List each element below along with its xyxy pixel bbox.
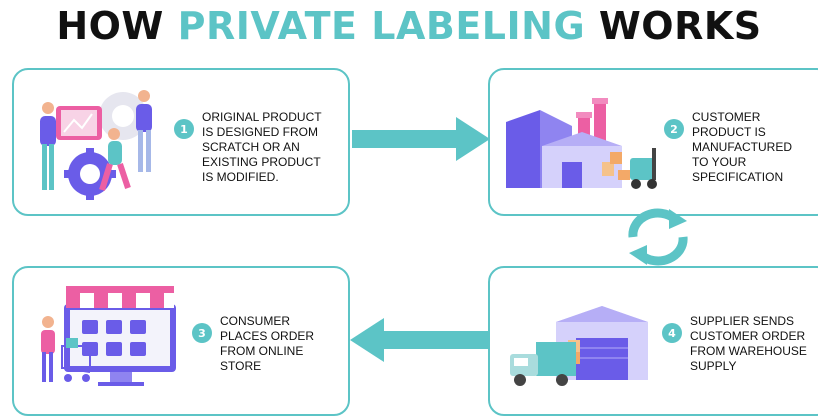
step-1-card [12,68,350,216]
step-1: 1 ORIGINAL PRODUCT IS DESIGNED FROM SCRA… [174,110,322,185]
step-1-text: ORIGINAL PRODUCT IS DESIGNED FROM SCRATC… [202,110,322,184]
step-4-number: 4 [662,323,682,343]
page-title: HOW PRIVATE LABELING WORKS [0,4,818,48]
step-4-text: SUPPLIER SENDS CUSTOMER ORDER FROM WAREH… [690,314,807,373]
shopping-cart-icon [61,338,91,382]
title-accent: PRIVATE LABELING [177,4,586,48]
refresh-cycle-icon [628,208,688,266]
step-3: 3 CONSUMER PLACES ORDER FROM ONLINE STOR… [192,314,314,374]
factory-icon [506,98,657,189]
step-2-number: 2 [664,119,684,139]
step-4: 4 SUPPLIER SENDS CUSTOMER ORDER FROM WAR… [662,314,807,374]
title-part2: WORKS [598,4,762,48]
warehouse-icon [510,306,648,386]
step-3-number: 3 [192,323,212,343]
step-1-number: 1 [174,119,194,139]
design-illustration [40,90,152,200]
title-part1: HOW [56,4,164,48]
delivery-truck-icon [510,342,576,386]
online-store-icon [41,286,176,386]
step-3-text: CONSUMER PLACES ORDER FROM ONLINE STORE [220,314,315,373]
forklift-icon [618,148,657,189]
step-4-card [488,266,818,416]
gear-icon [99,92,147,140]
step-2-text: CUSTOMER PRODUCT IS MANUFACTURED TO YOUR… [692,110,793,184]
step-2: 2 CUSTOMER PRODUCT IS MANUFACTURED TO YO… [664,110,792,185]
arrow-right-icon [352,117,490,161]
arrow-left-icon [350,318,488,362]
